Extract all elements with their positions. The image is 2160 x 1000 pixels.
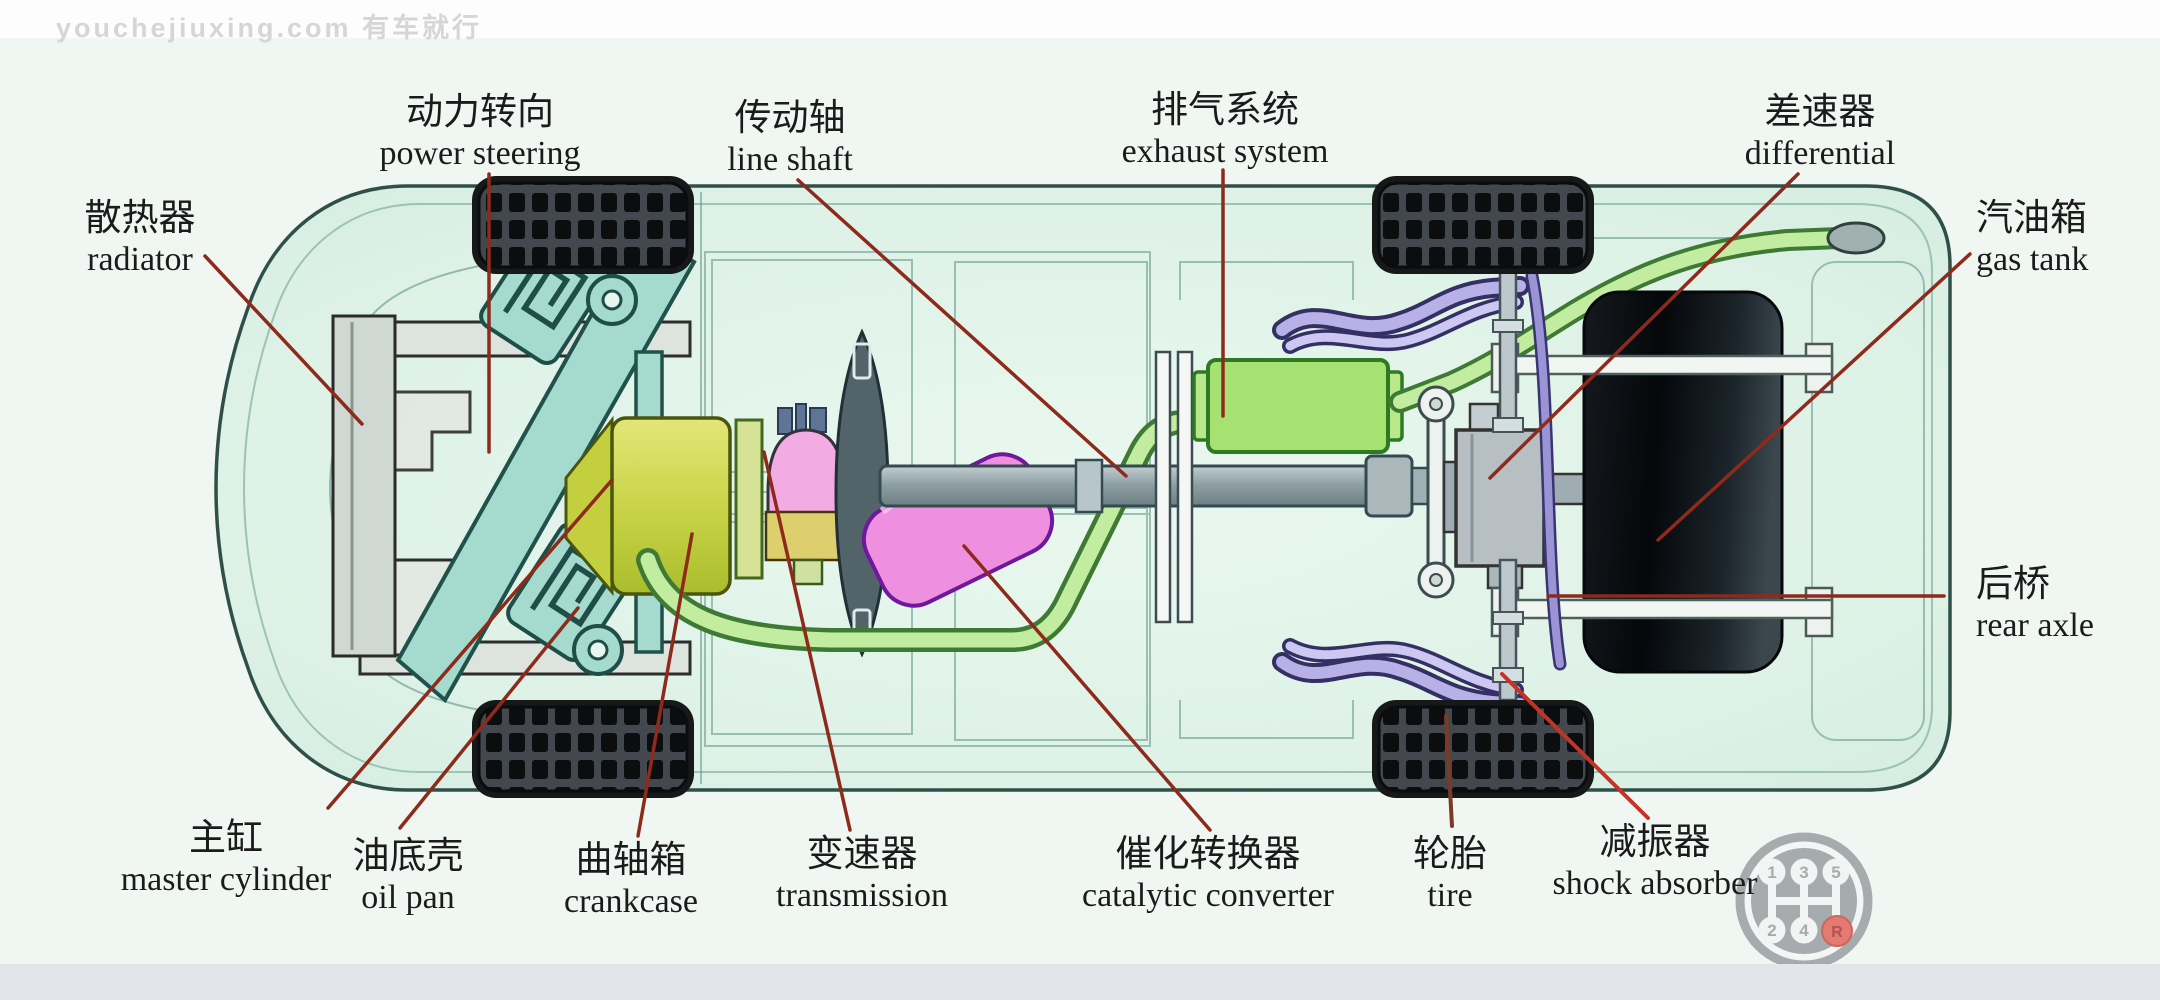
label-shock-absorber-en: shock absorber xyxy=(1552,864,1758,902)
label-catalytic-converter-zh: 催化转换器 xyxy=(1115,834,1301,875)
rear-suspension xyxy=(1272,269,1567,714)
gear-1-circle xyxy=(1758,858,1786,886)
label-shock-absorber-zh: 减振器 xyxy=(1599,822,1711,863)
label-rear-axle-en: rear axle xyxy=(1976,606,2094,644)
tailpipe-tip xyxy=(1826,221,1886,255)
label-gas-tank-en: gas tank xyxy=(1976,240,2089,278)
tire-rear-lower xyxy=(1372,700,1594,798)
leader-shock-absorber xyxy=(1500,672,1650,820)
gear-2: 2 xyxy=(1767,921,1776,940)
label-power-steering: 动力转向 power steering xyxy=(379,92,580,173)
gear-1: 1 xyxy=(1767,863,1776,882)
hood-line xyxy=(328,251,656,725)
gear-2-circle xyxy=(1758,916,1786,944)
label-transmission-zh: 变速器 xyxy=(806,834,918,875)
label-differential-zh: 差速器 xyxy=(1764,92,1876,133)
gear-r-circle xyxy=(1821,915,1853,947)
label-line-shaft-zh: 传动轴 xyxy=(734,98,846,139)
shock-absorber-part xyxy=(1492,266,1524,702)
tire-rear-upper xyxy=(1372,176,1594,274)
leader-catalytic-converter xyxy=(962,544,1212,832)
label-crankcase-en: crankcase xyxy=(563,882,699,920)
label-radiator: 散热器 radiator xyxy=(85,198,196,279)
label-radiator-zh: 散热器 xyxy=(84,198,196,239)
label-transmission: 变速器 transmission xyxy=(776,834,948,915)
car-body-inner-line xyxy=(242,203,1933,773)
label-shock-absorber: 减振器 shock absorber xyxy=(1553,822,1758,903)
leader-gas-tank xyxy=(1656,252,1972,542)
leader-line-shaft xyxy=(796,178,1128,478)
gear-3: 3 xyxy=(1799,863,1808,882)
gear-4: 4 xyxy=(1799,921,1809,940)
label-crankcase: 曲轴箱 crankcase xyxy=(564,840,698,921)
label-radiator-en: radiator xyxy=(87,240,193,278)
gear-5: 5 xyxy=(1831,863,1840,882)
leader-crankcase xyxy=(636,532,694,838)
bottom-strip xyxy=(0,964,2160,1000)
label-differential: 差速器 differential xyxy=(1745,92,1895,173)
tire-front-lower xyxy=(472,700,694,798)
tire-front-upper xyxy=(472,176,694,274)
label-rear-axle-zh: 后桥 xyxy=(1976,564,2050,605)
label-oil-pan: 油底壳 oil pan xyxy=(353,836,464,917)
top-strip xyxy=(0,0,2160,38)
muffler-part xyxy=(1192,358,1404,454)
label-line-shaft: 传动轴 line shaft xyxy=(727,98,853,179)
label-rear-axle: 后桥 rear axle xyxy=(1976,564,2094,645)
label-master-cylinder-zh: 主缸 xyxy=(189,818,263,859)
gas-tank-part xyxy=(1582,290,1784,674)
leader-lines xyxy=(203,168,1972,838)
gear-4-circle xyxy=(1790,916,1818,944)
leader-master-cylinder xyxy=(326,478,614,810)
label-line-shaft-en: line shaft xyxy=(727,140,853,178)
label-exhaust-system-zh: 排气系统 xyxy=(1151,90,1299,131)
gear-3-circle xyxy=(1790,858,1818,886)
label-crankcase-zh: 曲轴箱 xyxy=(575,840,687,881)
crossmember-bars xyxy=(1154,350,1194,624)
label-transmission-en: transmission xyxy=(776,876,948,914)
exhaust-front-pipe xyxy=(636,408,1218,652)
label-master-cylinder: 主缸 master cylinder xyxy=(121,818,332,899)
label-exhaust-system-en: exhaust system xyxy=(1121,132,1329,170)
label-catalytic-converter: 催化转换器 catalytic converter xyxy=(1082,834,1334,915)
leader-transmission xyxy=(762,450,852,832)
leader-tire xyxy=(1444,714,1454,828)
transmission-part xyxy=(764,403,848,586)
gear-shift-icon: 1 3 5 2 4 R xyxy=(1735,832,1873,970)
label-oil-pan-zh: 油底壳 xyxy=(352,836,464,877)
gear-5-circle xyxy=(1822,858,1850,886)
label-tire-en: tire xyxy=(1427,876,1473,914)
label-catalytic-converter-en: catalytic converter xyxy=(1081,876,1335,914)
leader-oil-pan xyxy=(398,606,580,830)
leader-radiator xyxy=(203,254,364,426)
label-power-steering-en: power steering xyxy=(379,134,581,172)
label-tire-zh: 轮胎 xyxy=(1413,834,1487,875)
label-exhaust-system: 排气系统 exhaust system xyxy=(1122,90,1329,171)
label-tire: 轮胎 tire xyxy=(1413,834,1487,915)
gear-r: R xyxy=(1831,924,1843,941)
leader-differential xyxy=(1488,172,1800,480)
label-differential-en: differential xyxy=(1744,134,1896,172)
label-power-steering-zh: 动力转向 xyxy=(405,92,554,133)
label-gas-tank-zh: 汽油箱 xyxy=(1976,198,2087,239)
label-gas-tank: 汽油箱 gas tank xyxy=(1976,198,2088,279)
watermark: youchejiuxing.com 有车就行 xyxy=(56,13,483,43)
label-oil-pan-en: oil pan xyxy=(361,878,455,916)
label-master-cylinder-en: master cylinder xyxy=(120,860,332,898)
